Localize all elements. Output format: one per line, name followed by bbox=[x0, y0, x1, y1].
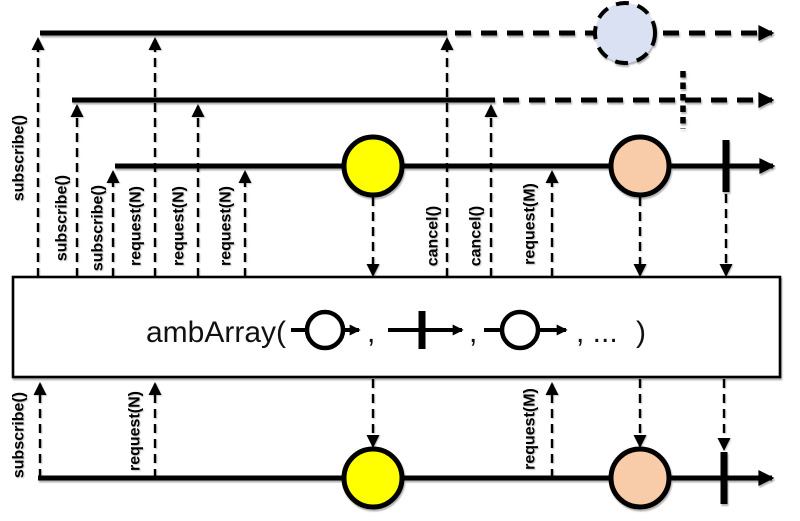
subscribe-label-1: subscribe() bbox=[11, 115, 28, 201]
output-peach-marble-icon bbox=[608, 446, 672, 510]
subscribe-label-3: subscribe() bbox=[90, 185, 107, 271]
inline-marble-circle bbox=[499, 309, 541, 351]
downstream-signal-arrows bbox=[33, 379, 731, 478]
source-3-timeline bbox=[115, 134, 776, 198]
upstream-signal-arrows bbox=[31, 37, 733, 277]
inline-source-next-icon-1 bbox=[291, 309, 361, 351]
inline-source-complete-icon bbox=[388, 311, 464, 349]
inline-marble-circle bbox=[304, 309, 346, 351]
downstream-signal-labels: subscribe() request(N) request(M) bbox=[11, 388, 539, 478]
request-m-label-top: request(M) bbox=[522, 183, 539, 265]
upstream-signal-labels: subscribe() subscribe() subscribe() requ… bbox=[11, 115, 539, 271]
output-yellow-marble-icon bbox=[341, 446, 405, 510]
source-3-peach-marble-icon bbox=[608, 134, 672, 198]
request-n-label-downstream: request(N) bbox=[127, 391, 144, 471]
subscribe-label-2: subscribe() bbox=[54, 175, 71, 261]
subscribe-label-downstream: subscribe() bbox=[11, 392, 28, 478]
pending-marble-icon bbox=[593, 1, 657, 65]
request-n-label-1: request(N) bbox=[128, 186, 145, 266]
source-1-timeline bbox=[40, 1, 775, 65]
separator-comma-1: , bbox=[367, 316, 375, 349]
operator-name-text: ambArray( bbox=[146, 316, 286, 349]
output-timeline bbox=[38, 446, 775, 510]
operator-box: ambArray( , , , ... ) bbox=[11, 275, 782, 379]
close-paren-text: ) bbox=[636, 316, 646, 349]
inline-source-next-icon-2 bbox=[484, 309, 568, 351]
ellipsis-text: , ... bbox=[576, 316, 618, 349]
request-n-label-3: request(N) bbox=[218, 186, 235, 266]
request-n-label-2: request(N) bbox=[171, 186, 188, 266]
operator-box-rect bbox=[11, 275, 782, 379]
cancel-label-2: cancel() bbox=[468, 206, 485, 266]
separator-comma-2: , bbox=[469, 316, 477, 349]
source-3-yellow-marble-icon bbox=[341, 134, 405, 198]
source-2-timeline bbox=[72, 71, 775, 129]
request-m-label-downstream: request(M) bbox=[522, 388, 539, 470]
cancel-label-1: cancel() bbox=[425, 206, 442, 266]
